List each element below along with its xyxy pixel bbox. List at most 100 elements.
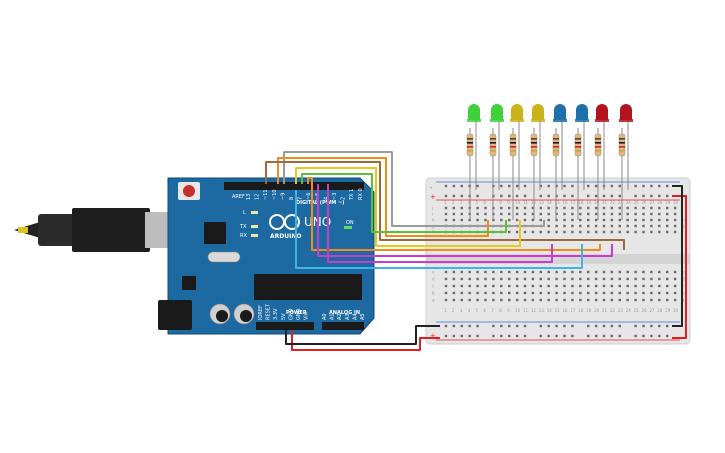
hole[interactable] — [666, 224, 669, 228]
hole[interactable] — [492, 277, 495, 281]
hole[interactable] — [452, 218, 456, 222]
hole[interactable] — [515, 206, 519, 210]
hole[interactable] — [666, 277, 669, 281]
hole[interactable] — [666, 206, 669, 210]
rail-hole[interactable] — [492, 334, 495, 338]
hole[interactable] — [626, 218, 629, 222]
hole[interactable] — [626, 206, 629, 210]
hole[interactable] — [444, 218, 448, 222]
hole[interactable] — [579, 270, 582, 274]
hole[interactable] — [492, 270, 495, 274]
hole[interactable] — [508, 270, 511, 274]
hole[interactable] — [515, 277, 519, 281]
hole[interactable] — [594, 277, 598, 281]
resistor[interactable] — [594, 128, 602, 220]
hole[interactable] — [673, 224, 677, 228]
hole[interactable] — [460, 284, 463, 288]
led-red[interactable] — [619, 104, 633, 190]
rail-hole[interactable] — [602, 324, 606, 328]
resistor[interactable] — [574, 128, 582, 220]
hole[interactable] — [515, 291, 519, 295]
hole[interactable] — [650, 218, 653, 222]
hole[interactable] — [587, 230, 590, 234]
hole[interactable] — [626, 270, 629, 274]
hole[interactable] — [602, 218, 606, 222]
rail-hole[interactable] — [452, 184, 456, 188]
hole[interactable] — [484, 218, 487, 222]
hole[interactable] — [523, 218, 527, 222]
hole[interactable] — [673, 270, 677, 274]
hole[interactable] — [579, 212, 582, 216]
rail-hole[interactable] — [594, 194, 598, 198]
hole[interactable] — [666, 212, 669, 216]
hole[interactable] — [531, 298, 535, 302]
rail-hole[interactable] — [444, 324, 448, 328]
hole[interactable] — [626, 291, 629, 295]
hole[interactable] — [650, 277, 653, 281]
hole[interactable] — [547, 218, 550, 222]
hole[interactable] — [515, 230, 519, 234]
rail-hole[interactable] — [658, 324, 661, 328]
rail-hole[interactable] — [468, 324, 471, 328]
hole[interactable] — [587, 218, 590, 222]
rail-hole[interactable] — [563, 184, 566, 188]
rail-hole[interactable] — [618, 184, 621, 188]
hole[interactable] — [539, 270, 542, 274]
hole[interactable] — [523, 291, 527, 295]
rail-hole[interactable] — [610, 334, 614, 338]
rail-hole[interactable] — [634, 184, 637, 188]
rail-hole[interactable] — [634, 334, 637, 338]
rail-hole[interactable] — [594, 334, 598, 338]
rail-hole[interactable] — [492, 324, 495, 328]
rail-hole[interactable] — [587, 334, 590, 338]
hole[interactable] — [555, 291, 558, 295]
hole[interactable] — [500, 206, 503, 210]
hole[interactable] — [476, 206, 479, 210]
hole[interactable] — [531, 277, 535, 281]
hole[interactable] — [500, 218, 503, 222]
hole[interactable] — [594, 224, 598, 228]
wire-green-a[interactable] — [301, 173, 507, 233]
hole[interactable] — [602, 230, 606, 234]
hole[interactable] — [563, 270, 566, 274]
hole[interactable] — [579, 224, 582, 228]
hole[interactable] — [563, 291, 566, 295]
hole[interactable] — [650, 270, 653, 274]
rail-hole[interactable] — [515, 194, 519, 198]
hole[interactable] — [571, 224, 574, 228]
hole[interactable] — [658, 224, 661, 228]
rail-hole[interactable] — [476, 184, 479, 188]
hole[interactable] — [587, 270, 590, 274]
hole[interactable] — [610, 298, 614, 302]
hole[interactable] — [673, 212, 677, 216]
hole[interactable] — [460, 291, 463, 295]
rail-hole[interactable] — [587, 194, 590, 198]
hole[interactable] — [492, 284, 495, 288]
led-red[interactable] — [595, 104, 609, 190]
hole[interactable] — [492, 291, 495, 295]
rail-hole[interactable] — [666, 334, 669, 338]
hole[interactable] — [484, 277, 487, 281]
hole[interactable] — [650, 224, 653, 228]
rail-hole[interactable] — [563, 334, 566, 338]
hole[interactable] — [444, 270, 448, 274]
hole[interactable] — [666, 298, 669, 302]
rail-hole[interactable] — [476, 324, 479, 328]
hole[interactable] — [508, 284, 511, 288]
hole[interactable] — [571, 270, 574, 274]
hole[interactable] — [531, 291, 535, 295]
rail-hole[interactable] — [650, 184, 653, 188]
usb-cable[interactable] — [14, 208, 173, 252]
hole[interactable] — [658, 230, 661, 234]
hole[interactable] — [618, 291, 621, 295]
hole[interactable] — [658, 284, 661, 288]
hole[interactable] — [587, 277, 590, 281]
hole[interactable] — [642, 206, 645, 210]
hole[interactable] — [555, 218, 558, 222]
rail-hole[interactable] — [571, 194, 574, 198]
hole[interactable] — [650, 206, 653, 210]
hole[interactable] — [460, 218, 463, 222]
hole[interactable] — [571, 218, 574, 222]
hole[interactable] — [547, 291, 550, 295]
hole[interactable] — [618, 206, 621, 210]
